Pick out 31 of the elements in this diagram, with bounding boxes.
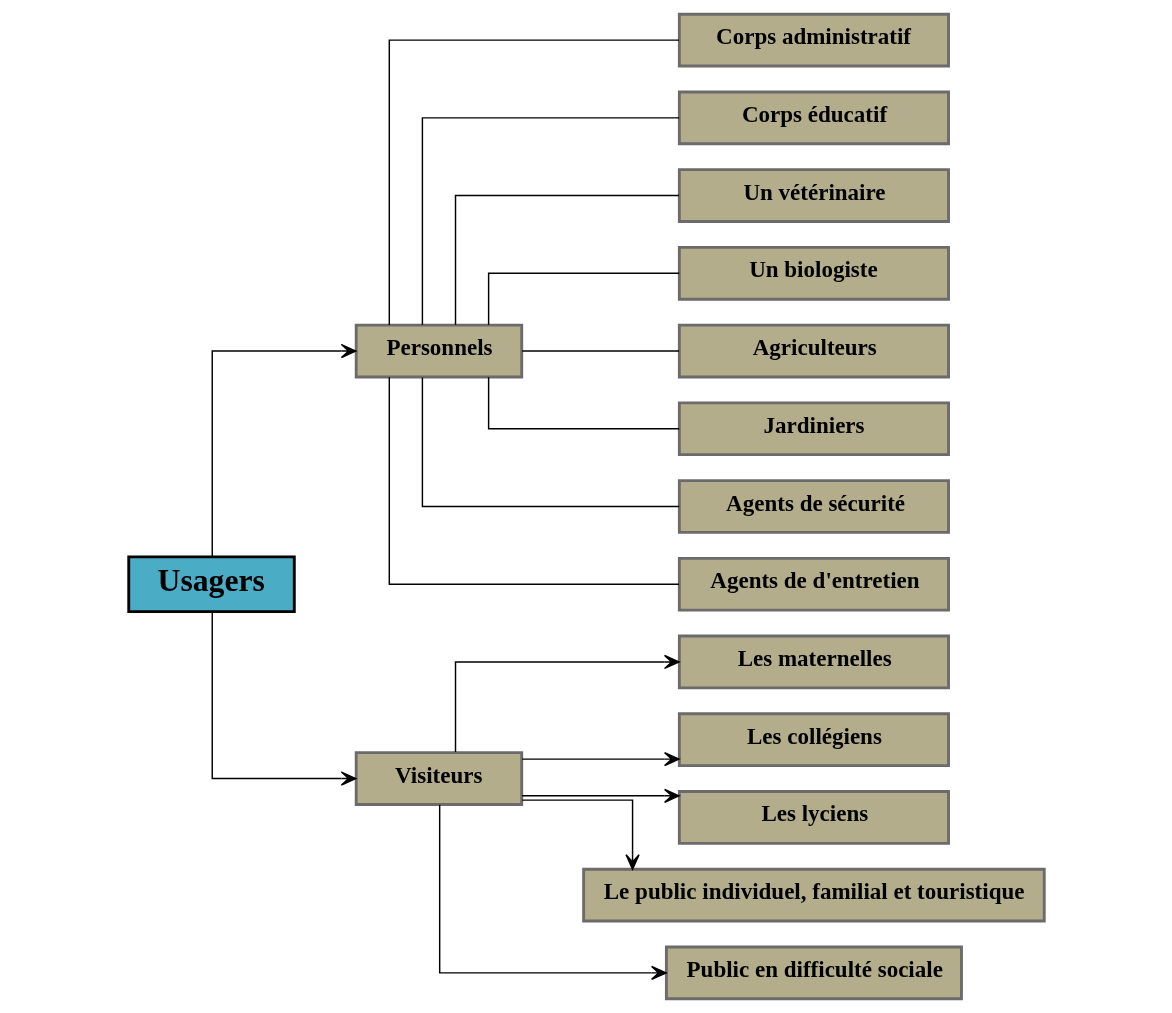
connector [421, 376, 680, 508]
arrow [211, 610, 357, 786]
node-box: Usagers [126, 555, 296, 614]
connector [520, 350, 680, 352]
arrow [520, 788, 680, 804]
node-box: Le public individuel, familial et touristique [581, 867, 1046, 923]
node-box: Agriculteurs [677, 323, 950, 379]
node-box: Agents de d'entretien [677, 556, 950, 612]
node-box: Personnels [354, 323, 523, 379]
connector [487, 272, 680, 326]
arrow [211, 343, 357, 558]
node-box: Corps éducatif [677, 90, 950, 146]
node-box: Un vétérinaire [677, 168, 950, 223]
node-box: Les lyciens [677, 790, 950, 845]
node-box: Visiteurs [354, 751, 523, 806]
connector [388, 376, 680, 585]
node-box: Jardiniers [677, 401, 950, 457]
node-box: Les collégiens [677, 712, 950, 768]
arrow [520, 751, 680, 767]
connector [454, 194, 680, 326]
connector [487, 376, 680, 430]
arrow [438, 804, 667, 981]
connector [388, 39, 680, 326]
node-box: Les maternelles [677, 634, 950, 690]
node-box: Public en difficulté sociale [664, 945, 963, 1001]
connector [421, 117, 680, 326]
node-box: Corps administratif [677, 12, 950, 68]
arrow [454, 654, 680, 753]
node-box: Agents de sécurité [677, 479, 950, 534]
node-box: Un biologiste [677, 245, 950, 301]
arrow [520, 799, 640, 870]
